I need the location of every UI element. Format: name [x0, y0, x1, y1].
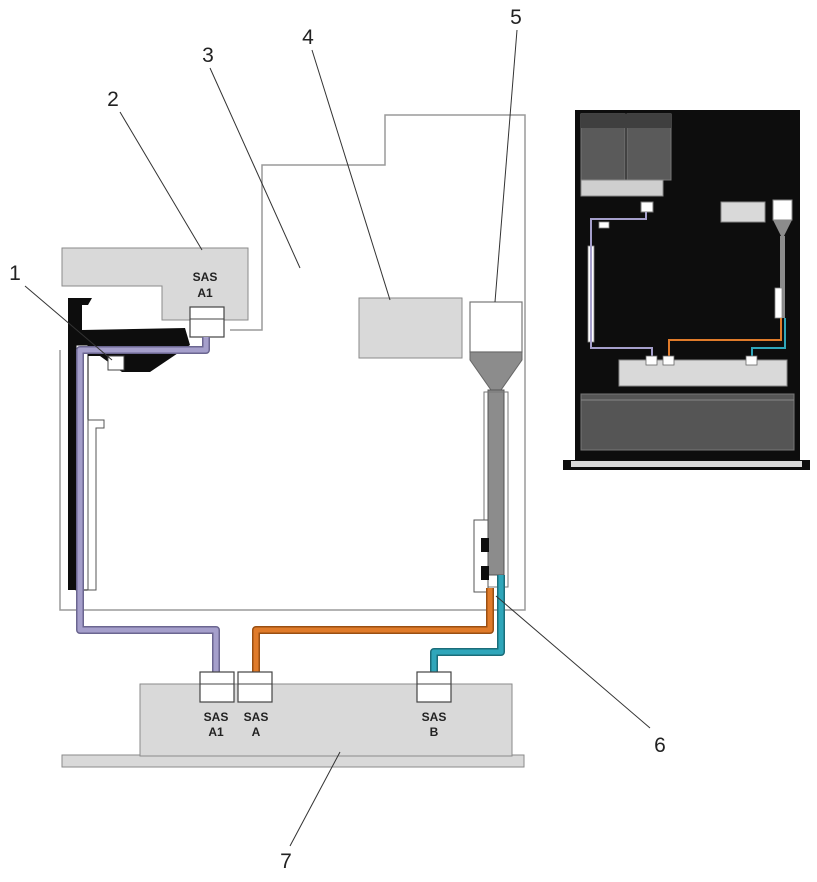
thumb-backplane — [618, 359, 788, 387]
thumb-drive-bay — [580, 393, 795, 451]
thumb-cable-sas-b — [751, 318, 786, 360]
callout-leader-3 — [209, 67, 301, 269]
cable-retention-clip — [473, 519, 489, 593]
chassis-overview-thumbnail — [563, 110, 810, 470]
riser-sas-a1-label-line1: SAS — [193, 270, 218, 284]
backplane-sas-a1-connector — [199, 671, 235, 703]
clip-tab-1 — [481, 538, 489, 552]
riser-sas-a1-connector — [189, 306, 225, 338]
thumb-cable-gray — [780, 236, 785, 318]
thumb-riser — [580, 179, 664, 197]
thumb-riser-connector — [640, 201, 654, 213]
callout-leader-1 — [24, 285, 113, 361]
cable-bundle-gray — [487, 389, 505, 576]
cable-funnel — [469, 351, 523, 391]
cable-sas-a1-fill — [77, 337, 219, 673]
callout-2: 2 — [107, 88, 119, 111]
callout-leader-7 — [289, 751, 341, 847]
backplane-sas-b-connector — [416, 671, 452, 703]
psu-top-band — [581, 114, 671, 128]
thumb-bp-conn-a1 — [645, 355, 658, 366]
callout-leader-5 — [494, 29, 518, 303]
thumb-bp-conn-b — [745, 355, 758, 366]
thumb-cable-funnel — [773, 220, 792, 236]
cable-channel-outline — [483, 391, 509, 588]
thumb-processor — [720, 201, 766, 223]
processor-heatsink — [358, 297, 463, 359]
callout-3: 3 — [202, 44, 214, 67]
thumb-holder-clip — [598, 221, 610, 229]
riser-sas-a1-label-line2: A1 — [197, 286, 213, 300]
thumb-bp-conn-a — [662, 355, 675, 366]
thumb-cable-connector — [772, 199, 793, 221]
callout-leader-2 — [119, 111, 203, 251]
cable-sas-a-fill — [253, 588, 493, 673]
callout-4: 4 — [302, 26, 314, 49]
system-board-outline — [59, 114, 526, 611]
backplane-sas-a-label-line2: A — [252, 725, 261, 739]
callout-5: 5 — [510, 6, 522, 29]
backplane-sas-b-label-line1: SAS — [422, 710, 447, 724]
riser-card — [61, 247, 249, 321]
callout-leader-4 — [311, 49, 391, 301]
clip-tab-2 — [481, 566, 489, 580]
cable-sas-b-fill — [431, 575, 504, 673]
callout-7: 7 — [280, 850, 292, 873]
thumb-cable-sas-a1 — [590, 212, 653, 360]
backplane-sas-a1-label-line1: SAS — [204, 710, 229, 724]
backplane-sas-a-label-line1: SAS — [244, 710, 269, 724]
holder-bracket-detail — [87, 419, 105, 591]
backplane-base — [61, 754, 525, 768]
sas-b-source-connector — [469, 301, 523, 353]
callout-6: 6 — [654, 734, 666, 757]
chassis-base-rail-inner — [571, 461, 802, 467]
backplane-sas-b-label-line2: B — [430, 725, 439, 739]
callout-leader-6 — [495, 595, 651, 729]
cable-sas-a1 — [76, 337, 220, 673]
backplane — [139, 683, 513, 757]
backplane-sas-a1-label-line2: A1 — [208, 725, 224, 739]
callout-1: 1 — [9, 262, 21, 285]
backplane-sas-a-connector — [237, 671, 273, 703]
thumb-clip — [774, 287, 783, 319]
thumb-cable-sas-a — [668, 318, 782, 360]
